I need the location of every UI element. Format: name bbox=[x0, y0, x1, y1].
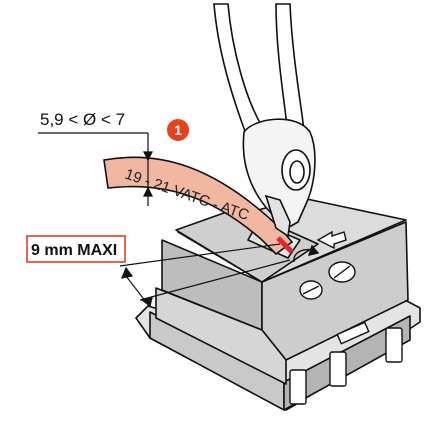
step-badge bbox=[167, 119, 189, 141]
screw-group bbox=[293, 230, 356, 300]
extension-line-bottom bbox=[139, 259, 291, 301]
step-number: 1 bbox=[174, 122, 182, 138]
cable-sheath bbox=[103, 156, 294, 256]
body-lower-block bbox=[155, 287, 287, 385]
dimension-arrow-down bbox=[143, 151, 153, 162]
diameter-dimension bbox=[38, 132, 153, 206]
cut-line bbox=[276, 236, 294, 254]
plier-head bbox=[242, 118, 316, 232]
tab-middle bbox=[329, 351, 347, 387]
plier-jaw bbox=[264, 194, 291, 238]
plier-handle-left bbox=[213, 3, 264, 136]
direction-arrow-icon bbox=[316, 230, 347, 250]
plier-handle-right bbox=[275, 3, 305, 135]
strip-length-frame bbox=[26, 235, 126, 263]
strip-length-dimension bbox=[119, 243, 291, 308]
housing-tabs bbox=[289, 321, 403, 405]
diameter-label: 5,9 < Ø < 7 bbox=[40, 110, 125, 129]
rotation-arrow-head bbox=[307, 244, 320, 256]
dimension-arrow bbox=[121, 266, 134, 279]
tab-right bbox=[385, 327, 403, 363]
cutting-pliers-icon bbox=[213, 3, 316, 238]
strip-length-label: 9 mm MAXI bbox=[31, 242, 117, 259]
extension-line-top bbox=[119, 243, 281, 267]
window-slot bbox=[336, 321, 370, 345]
side-wall bbox=[283, 315, 411, 411]
dimension-line bbox=[125, 275, 147, 303]
cable-channel bbox=[175, 207, 319, 283]
screw-slot bbox=[333, 265, 351, 279]
plier-pivot-inner bbox=[289, 160, 305, 184]
dimension-arrow bbox=[140, 297, 153, 308]
dimension-arrow-up bbox=[143, 186, 153, 197]
screw-slot bbox=[302, 285, 320, 295]
tab-left bbox=[289, 369, 307, 405]
